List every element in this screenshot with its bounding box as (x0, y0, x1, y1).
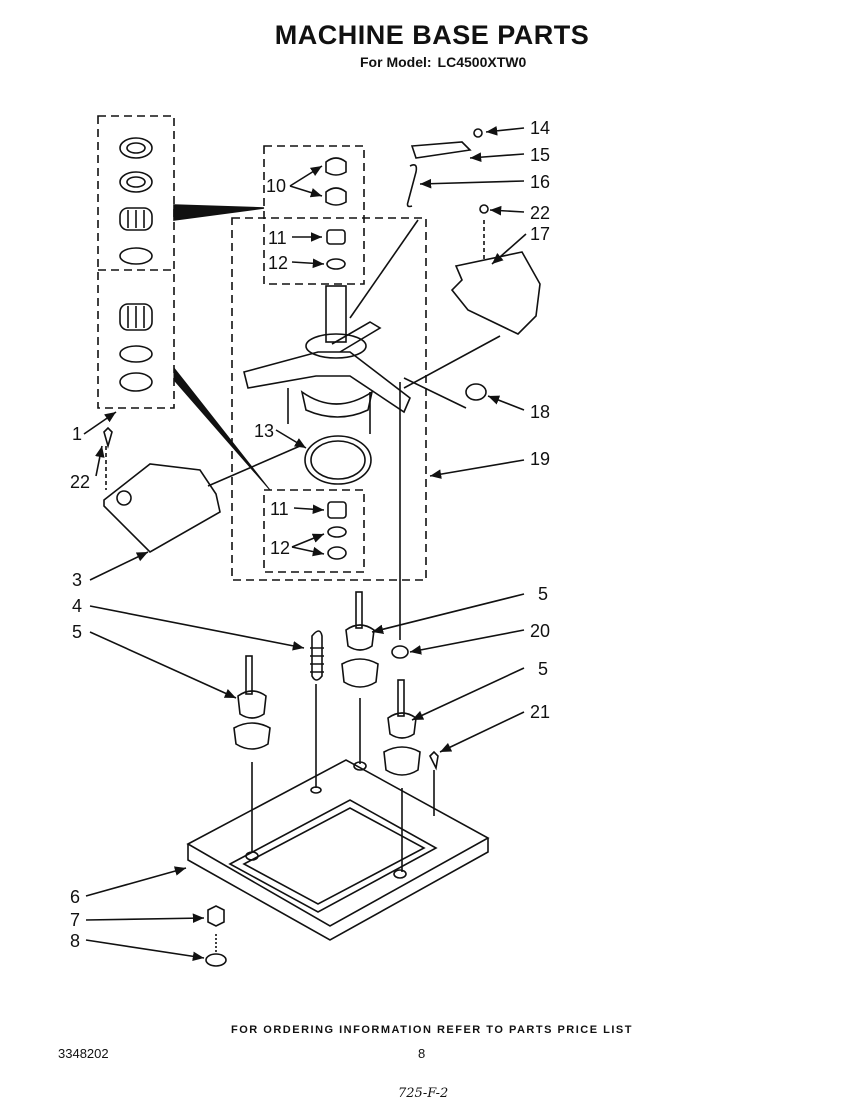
callout-15: 15 (530, 145, 550, 165)
callout-21: 21 (530, 702, 550, 722)
callout-1: 1 (72, 424, 82, 444)
leader-lines (83, 126, 527, 962)
model-line: For Model: LC4500XTW0 (360, 54, 532, 70)
callout-labels: 14 15 16 22 17 18 19 5 20 5 21 10 11 12 … (70, 118, 550, 951)
callout-13: 13 (254, 421, 274, 441)
callout-5-top: 5 (538, 584, 548, 604)
callout-19: 19 (530, 449, 550, 469)
callout-12-top: 12 (268, 253, 288, 273)
callout-22-right: 22 (530, 203, 550, 223)
nut-18 (403, 377, 487, 409)
callout-22-left: 22 (70, 472, 90, 492)
callout-8: 8 (70, 931, 80, 951)
callout-3: 3 (72, 570, 82, 590)
callout-6: 6 (70, 887, 80, 907)
ordering-note: FOR ORDERING INFORMATION REFER TO PARTS … (231, 1024, 633, 1036)
spring-4 (310, 630, 324, 788)
callout-5-left: 5 (72, 622, 82, 642)
leveling-parts (205, 905, 227, 967)
callout-10: 10 (266, 176, 286, 196)
callout-7: 7 (70, 910, 80, 930)
callout-4: 4 (72, 596, 82, 616)
bearing-kit-box (97, 115, 271, 491)
page-number: 8 (418, 1046, 426, 1061)
callout-14: 14 (530, 118, 550, 138)
callout-17: 17 (530, 224, 550, 244)
callout-12-bottom: 12 (270, 538, 290, 558)
model-number: LC4500XTW0 (437, 54, 527, 70)
page-title: MACHINE BASE PARTS (274, 20, 590, 50)
machine-base-6 (186, 759, 490, 941)
plate-3 (103, 426, 301, 553)
plate-17 (403, 204, 541, 389)
callout-5-right: 5 (538, 659, 548, 679)
model-label: For Model: (360, 54, 432, 70)
handwritten-note: 725-F-2 (398, 1086, 449, 1101)
dampers-5 (233, 591, 439, 872)
callout-11-top: 11 (268, 228, 287, 248)
callout-20: 20 (530, 621, 550, 641)
document-number: 3348202 (58, 1046, 109, 1061)
callout-11-bottom: 11 (270, 499, 289, 519)
gearcase-assembly-box (231, 145, 427, 640)
callout-18: 18 (530, 402, 550, 422)
clip-and-spring-parts (349, 128, 483, 319)
callout-16: 16 (530, 172, 550, 192)
